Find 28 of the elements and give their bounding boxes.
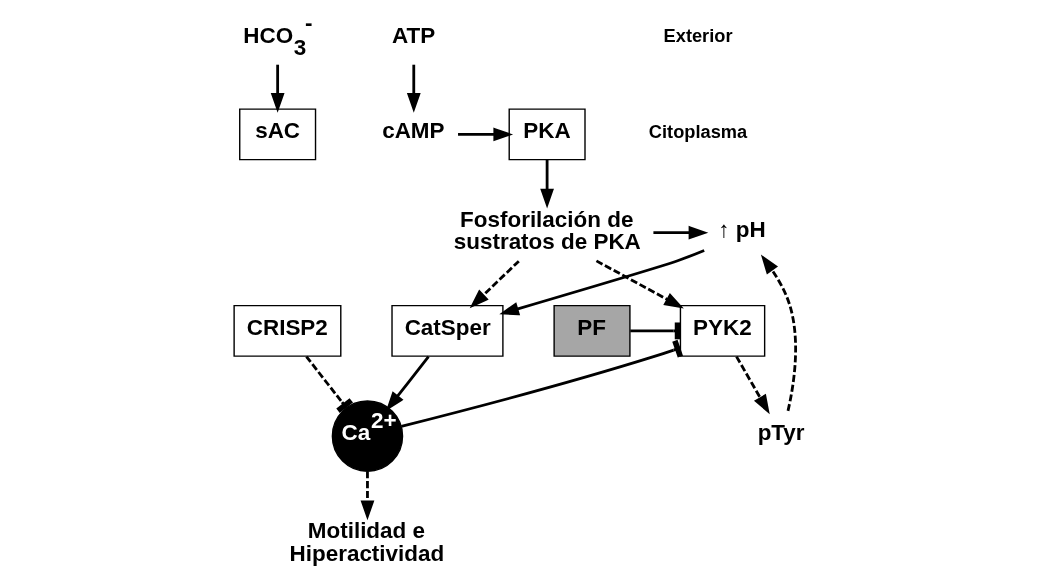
- label: Exterior: [663, 25, 733, 47]
- node-box: CRISP2: [233, 304, 342, 357]
- node-box: sAC: [239, 108, 317, 161]
- arrow: [760, 254, 797, 412]
- arrow: [653, 225, 709, 240]
- node-text: Fosforilación de sustratos de PKA: [453, 206, 641, 255]
- arrow: [385, 355, 430, 412]
- label: Citoplasma: [648, 120, 748, 142]
- node-box: PF: [553, 304, 631, 357]
- arrow: [735, 355, 770, 415]
- node-box: CatSper: [391, 304, 504, 357]
- connector: [305, 355, 354, 413]
- arrow: [406, 64, 421, 113]
- node-text: ATP: [392, 22, 436, 48]
- arrow: [469, 260, 520, 309]
- arrow: [595, 259, 684, 309]
- connector: [401, 339, 684, 428]
- node-text: Motilidad e Hiperactividad: [289, 518, 445, 566]
- node-text: pTyr: [757, 420, 805, 446]
- arrow: [360, 471, 375, 521]
- node-box: PYK2: [679, 304, 766, 357]
- arrow: [499, 249, 705, 316]
- node-box: PKA: [508, 108, 586, 161]
- arrow: [270, 64, 285, 113]
- arrow: [540, 159, 554, 209]
- node-text: cAMP: [382, 118, 445, 144]
- arrow: [458, 127, 514, 142]
- node-text: ↑ pH: [718, 216, 766, 242]
